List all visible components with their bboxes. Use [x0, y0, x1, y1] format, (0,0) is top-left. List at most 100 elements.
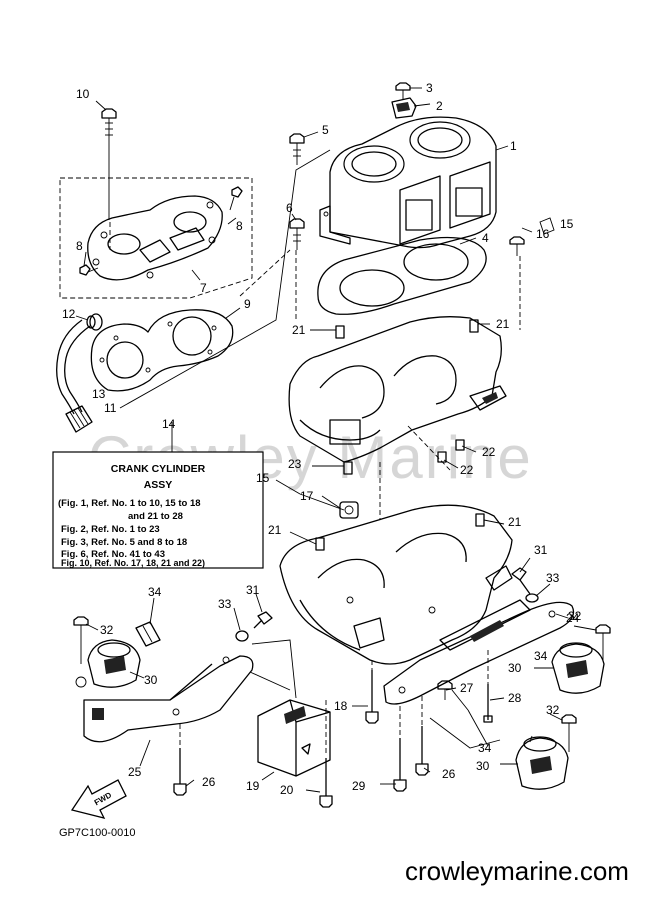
callout-20: 20 — [280, 783, 294, 797]
part-32-bolt-upper-right[interactable] — [595, 624, 611, 660]
callout-2: 2 — [436, 99, 443, 113]
drawing-code: GP7C100-0010 — [59, 827, 135, 839]
callout-21a: 21 — [292, 323, 306, 337]
callout-26a: 26 — [202, 775, 216, 789]
part-26-bolt-right[interactable] — [415, 726, 429, 776]
part-6-bolt[interactable] — [289, 218, 305, 250]
callout-18: 18 — [334, 699, 348, 713]
part-1-cylinder-body[interactable] — [319, 116, 497, 249]
part-24-engine-mount-bracket[interactable] — [383, 599, 575, 705]
part-7-head-cover[interactable] — [59, 177, 253, 299]
part-26-bolt-left[interactable] — [173, 748, 187, 796]
callout-22a: 22 — [482, 445, 496, 459]
callout-19: 19 — [246, 779, 260, 793]
box-line: and 21 to 28 — [128, 511, 183, 522]
part-20-long-bolt[interactable] — [319, 758, 333, 808]
callout-11: 11 — [104, 401, 117, 415]
callout-8b: 8 — [76, 239, 83, 253]
box-line: Fig. 6, Ref. No. 41 to 43 — [61, 549, 165, 560]
box-line: Fig. 2, Ref. No. 1 to 23 — [61, 524, 160, 535]
callout-12: 12 — [62, 307, 76, 321]
part-21-dowel-a[interactable] — [335, 325, 345, 339]
part-29-long-bolt[interactable] — [393, 738, 407, 792]
part-21-dowel-d[interactable] — [475, 513, 485, 527]
part-4-cylinder-gasket[interactable] — [317, 236, 487, 315]
part-22-dowel-b[interactable] — [437, 451, 447, 463]
part-34-clip-left[interactable] — [135, 621, 161, 647]
part-23-dowel[interactable] — [343, 461, 353, 475]
callout-32c: 32 — [546, 703, 560, 717]
callout-15a: 15 — [560, 217, 574, 231]
part-25-engine-mount-bracket[interactable] — [83, 655, 254, 743]
callout-30a: 30 — [144, 673, 158, 687]
leader-lines — [75, 87, 597, 793]
callout-27: 27 — [460, 681, 474, 695]
part-31-bolt-left[interactable] — [253, 611, 273, 629]
callout-21d: 21 — [508, 515, 522, 529]
callout-23: 23 — [288, 457, 302, 471]
part-21-dowel-c[interactable] — [315, 537, 325, 551]
box-line: Fig. 3, Ref. No. 5 and 8 to 18 — [61, 537, 187, 548]
part-12-hose-clamp[interactable] — [86, 313, 103, 331]
part-11-hose-fitting[interactable] — [65, 405, 93, 433]
part-32-bolt-lower-right[interactable] — [561, 714, 577, 752]
forward-arrow-icon: FWD — [70, 779, 127, 819]
callout-32b: 32 — [568, 609, 582, 623]
callout-1: 1 — [510, 139, 517, 153]
callout-31a: 31 — [534, 543, 548, 557]
part-21-dowel-b[interactable] — [469, 319, 479, 333]
callout-21c: 21 — [268, 523, 282, 537]
part-16-bolt[interactable] — [509, 236, 525, 256]
callout-14: 14 — [162, 417, 176, 431]
part-8-screw-left[interactable] — [79, 264, 99, 276]
part-31-bolt-right[interactable] — [511, 567, 531, 595]
part-3-screw[interactable] — [395, 82, 411, 100]
crankcase-lower[interactable] — [279, 504, 513, 665]
part-30-mount-upper-right[interactable] — [551, 642, 605, 694]
callout-33a: 33 — [546, 571, 560, 585]
part-17-bushing[interactable] — [339, 501, 359, 519]
part-30-mount-left[interactable] — [87, 639, 141, 688]
callout-4: 4 — [482, 231, 489, 245]
callout-8a: 8 — [236, 219, 243, 233]
callout-25: 25 — [128, 765, 142, 779]
callout-21b: 21 — [496, 317, 510, 331]
part-10-bolt[interactable] — [101, 108, 117, 220]
part-27-bolt[interactable] — [437, 680, 453, 700]
callout-26b: 26 — [442, 767, 456, 781]
part-33-washer-left[interactable] — [235, 630, 249, 642]
callout-10: 10 — [76, 87, 90, 101]
part-19-mount-block[interactable] — [257, 699, 331, 777]
part-30-mount-lower-right[interactable] — [515, 736, 569, 790]
callout-3: 3 — [426, 81, 433, 95]
part-5-bolt[interactable] — [289, 133, 305, 165]
box-line: Fig. 10, Ref. No. 17, 18, 21 and 22) — [61, 558, 205, 568]
callout-15b: 15 — [256, 471, 270, 485]
callout-16: 16 — [536, 227, 550, 241]
callout-17: 17 — [300, 489, 314, 503]
part-22-dowel-a[interactable] — [455, 439, 465, 451]
callout-32a: 32 — [100, 623, 114, 637]
website-text: crowleymarine.com — [405, 856, 629, 886]
callout-28: 28 — [508, 691, 522, 705]
callout-labels: 1 2 3 4 5 6 7 8 8 9 10 11 12 13 14 15 16… — [62, 81, 582, 797]
box-title-line1: CRANK CYLINDER — [111, 463, 206, 475]
assembly-info-box: CRANK CYLINDER ASSY (Fig. 1, Ref. No. 1 … — [52, 451, 264, 569]
part-28-stud[interactable] — [483, 684, 493, 723]
part-33-washer-right[interactable] — [525, 593, 539, 603]
part-2-bracket[interactable] — [391, 97, 417, 119]
callout-22b: 22 — [460, 463, 474, 477]
callout-31b: 31 — [246, 583, 260, 597]
part-13-water-hose[interactable] — [56, 319, 91, 415]
callout-34c: 34 — [478, 741, 492, 755]
part-9-head-gasket[interactable] — [90, 309, 234, 392]
callout-33b: 33 — [218, 597, 232, 611]
part-32-bolt-left[interactable] — [73, 616, 89, 688]
callout-13: 13 — [92, 387, 106, 401]
callout-29: 29 — [352, 779, 366, 793]
part-18-long-bolt[interactable] — [365, 670, 379, 724]
part-8-screw-right[interactable] — [229, 186, 243, 211]
box-title-line2: ASSY — [144, 479, 173, 491]
callout-30b: 30 — [508, 661, 522, 675]
